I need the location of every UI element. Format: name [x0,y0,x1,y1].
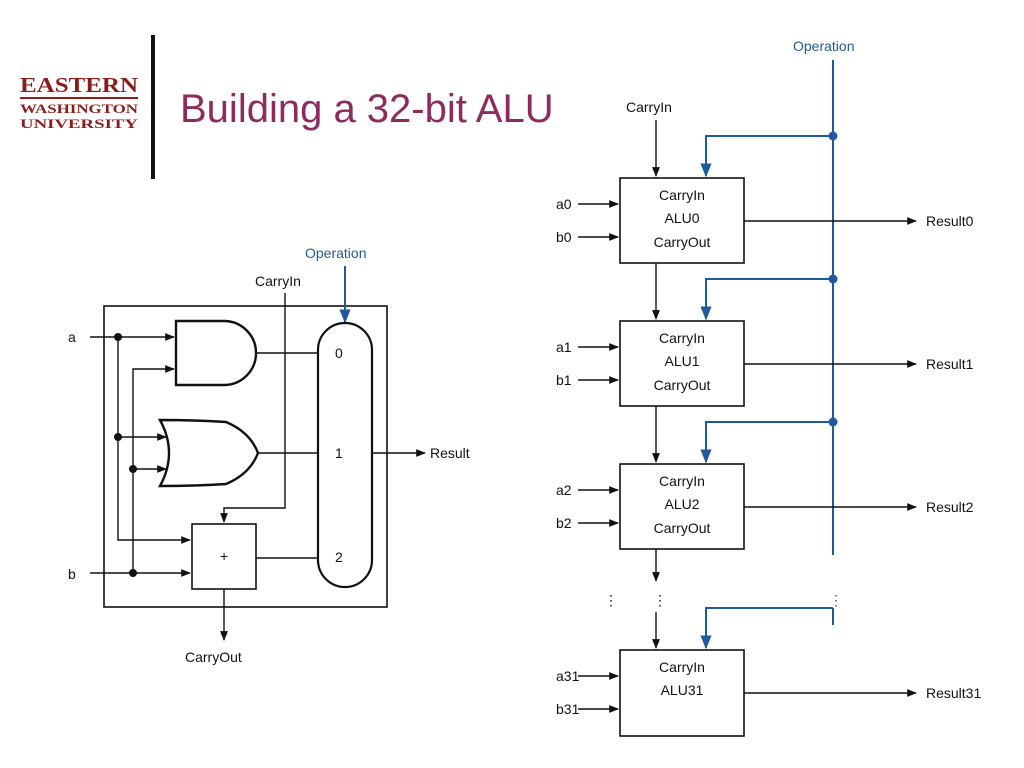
stage-0-operation-junction [828,131,838,141]
operation-label-right: Operation [793,38,854,54]
junction-b2 [129,465,137,473]
adder-symbol: + [220,548,228,564]
mux-input-0: 0 [335,345,343,361]
stage-1-alu-name: ALU1 [664,353,699,369]
stage-0-alu-box [619,177,745,264]
stage-0-result-label: Result0 [926,213,974,229]
one-bit-alu-diagram: Operation CarryIn a b + 0 1 [68,245,470,665]
carryin-label-right: CarryIn [626,99,672,115]
logo-line-university: UNIVERSITY [20,116,139,131]
stage-0-carryin-text: CarryIn [659,187,705,203]
ripple-ellipsis-carry: ⋮ [653,592,667,608]
stage-0-operation-tap [700,135,833,178]
wire-a-add [117,437,191,544]
wire-b-and [132,365,175,573]
junction-a2 [114,433,122,441]
university-logo: EASTERN WASHINGTON UNIVERSITY [20,73,139,131]
or-gate [157,418,260,488]
logo-divider [20,97,138,99]
carryout-label-left: CarryOut [185,649,242,665]
wire-a-or [117,337,167,441]
stage-3-input-b-label: b31 [556,701,580,717]
junction-b1 [129,569,137,577]
stage-0-alu-name: ALU0 [664,210,699,226]
stage-1-carryout-text: CarryOut [654,377,711,393]
carryin-label-left: CarryIn [255,273,301,289]
stage-3-carryin-text: CarryIn [659,659,705,675]
alu-stages: CarryInALU0CarryOuta0b0Result0CarryInALU… [556,131,981,737]
stage-3-alu-name: ALU31 [661,682,704,698]
input-b-label: b [68,566,76,582]
operation-label-left: Operation [305,245,366,261]
stage-0-input-b-label: b0 [556,229,572,245]
stage-2-carryout-text: CarryOut [654,520,711,536]
stage-0-carryout-text: CarryOut [654,234,711,250]
logo-line-washington: WASHINGTON [20,101,139,116]
alu-outer-box [103,305,388,608]
stage-1-input-b-label: b1 [556,372,572,388]
stage-3-alu-box [619,649,745,737]
multiplexer [316,321,374,589]
logo-line-eastern: EASTERN [20,73,138,97]
junction-a1 [114,333,122,341]
ripple-ellipsis-left: ⋮ [604,592,618,608]
stage-1-input-a-label: a1 [556,339,572,355]
header-divider [151,35,155,179]
stage-2-input-a-label: a2 [556,482,572,498]
stage-2-result-label: Result2 [926,499,974,515]
stage-3-operation-tap [700,607,833,650]
stage-2-input-b-label: b2 [556,515,572,531]
stage-2-alu-box [619,463,745,550]
ripple-alu-diagram: Operation ⋮ CarryIn ⋮ ⋮ [604,38,854,625]
result-label-left: Result [430,445,470,461]
stage-1-result-label: Result1 [926,356,974,372]
operation-bus-ellipsis: ⋮ [829,592,843,608]
stage-2-operation-junction [828,417,838,427]
stage-1-operation-tap [700,278,833,321]
input-a-label: a [68,329,76,345]
mux-input-2: 2 [335,549,343,565]
mux-input-1: 1 [335,445,343,461]
stage-0-input-a-label: a0 [556,196,572,212]
stage-1-carryin-text: CarryIn [659,330,705,346]
stage-2-alu-name: ALU2 [664,496,699,512]
stage-3-result-label: Result31 [926,685,981,701]
stage-2-operation-tap [700,421,833,464]
page-title: Building a 32-bit ALU [180,87,554,131]
stage-1-operation-junction [828,274,838,284]
and-gate [174,319,258,387]
stage-2-carryin-text: CarryIn [659,473,705,489]
stage-3-input-a-label: a31 [556,668,580,684]
carryin-wire-left [220,293,286,523]
